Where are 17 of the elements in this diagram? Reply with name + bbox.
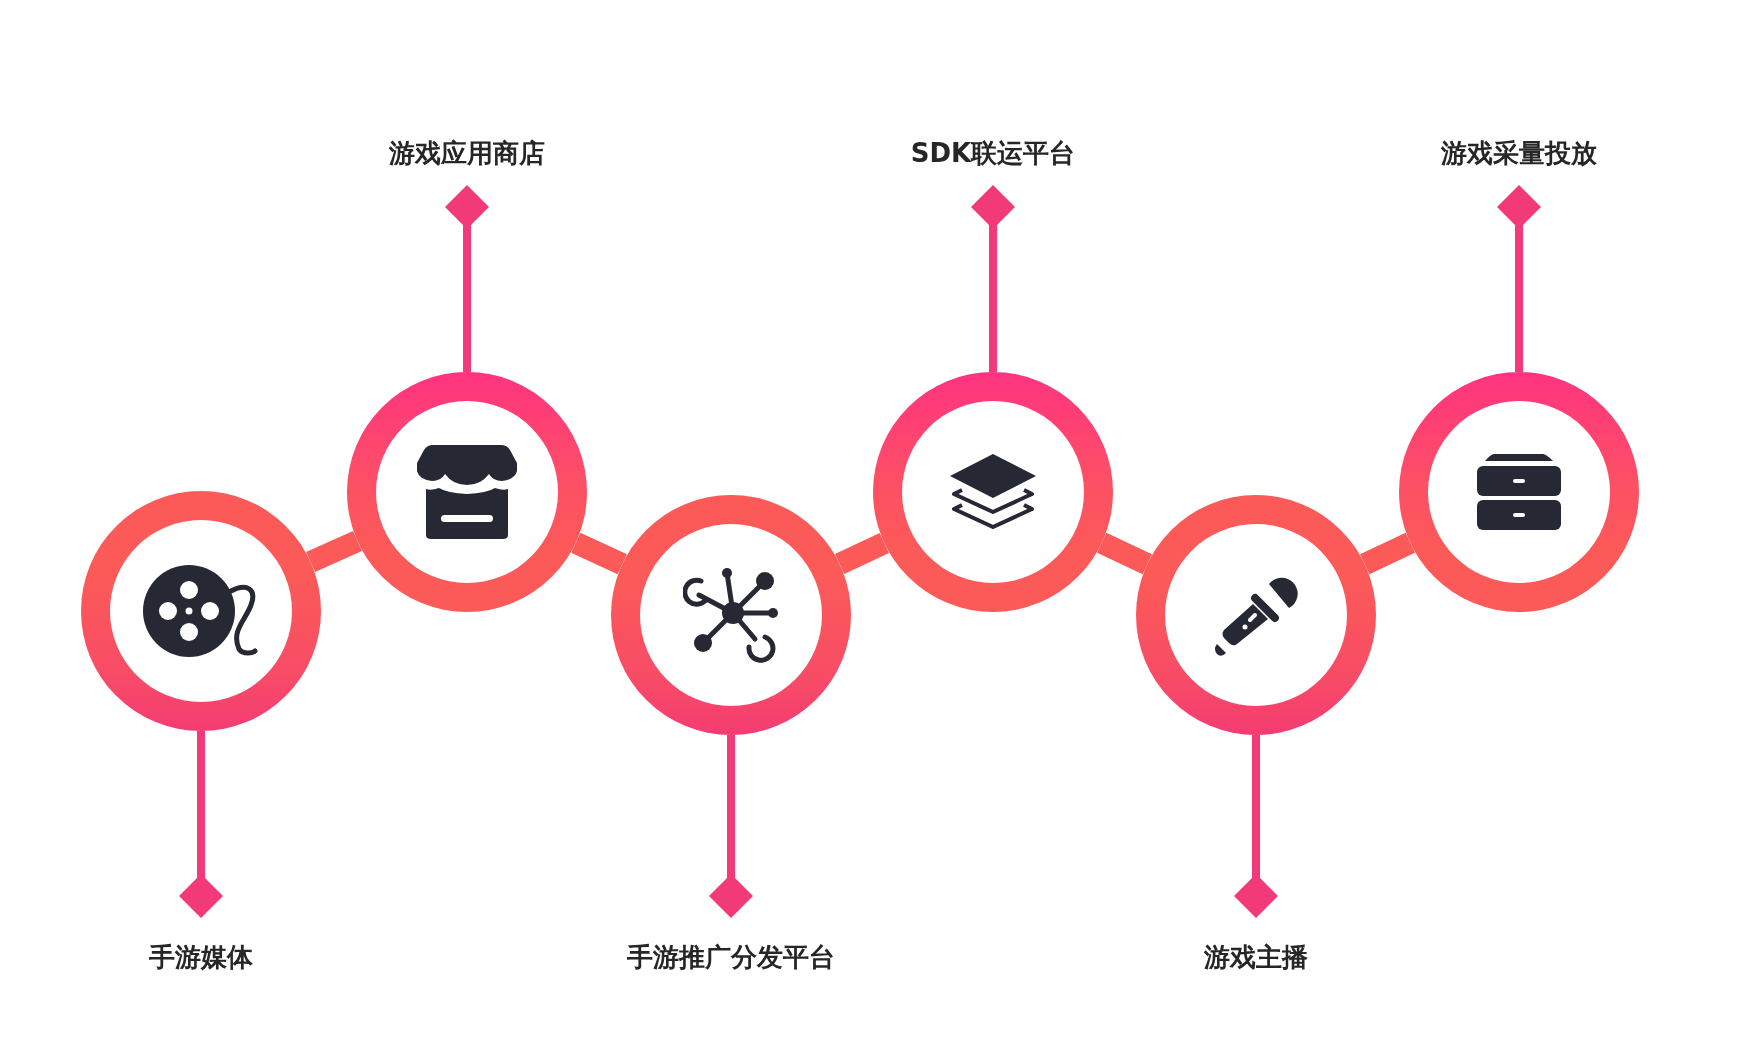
stem-line	[1497, 185, 1541, 372]
connector-band	[571, 532, 627, 575]
connector-band	[1360, 532, 1415, 575]
step-label: 手游推广分发平台	[627, 914, 835, 974]
connector-band	[306, 530, 362, 573]
step-label: 游戏应用商店	[389, 136, 545, 189]
step-label: 游戏主播	[1204, 914, 1308, 974]
step-label: 游戏采量投放	[1441, 136, 1597, 189]
stem-line	[1234, 735, 1278, 918]
step-label: 手游媒体	[149, 914, 253, 974]
stem-line	[709, 735, 753, 918]
stem-line	[445, 185, 489, 372]
stem-line	[179, 731, 223, 918]
connector-band	[834, 533, 890, 574]
stem-line	[971, 185, 1015, 372]
connector-band	[1097, 532, 1152, 575]
step-label: SDK联运平台	[910, 136, 1076, 189]
